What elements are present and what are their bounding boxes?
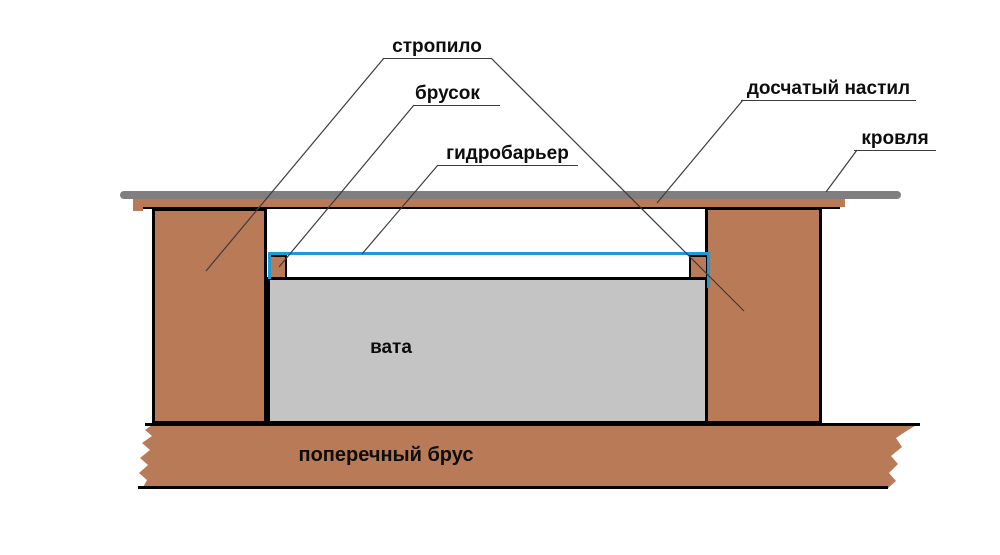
leader-batten: [278, 104, 415, 268]
label-hydro-barrier: гидробарьер: [437, 143, 578, 166]
cross-beam-top-outline: [145, 423, 920, 426]
label-rafter: стропило: [383, 36, 491, 59]
leader-plank-decking: [656, 99, 744, 204]
hydro-barrier-left-drop: [268, 252, 271, 279]
batten-block-right: [689, 255, 708, 279]
insulation-block: [267, 277, 708, 424]
plank-decking-bar: [134, 199, 845, 207]
cross-beam-block: [139, 423, 920, 489]
rafter-block-right: [705, 207, 822, 424]
label-plank-decking: досчатый настил: [741, 78, 916, 101]
rafter-block-left: [152, 208, 267, 424]
batten-block-left: [269, 255, 287, 279]
hydro-barrier-right-drop: [707, 252, 710, 288]
cross-beam-bottom-outline: [138, 486, 888, 489]
leader-hydro-barrier: [361, 164, 439, 255]
label-roofing: кровля: [854, 128, 936, 151]
label-insulation: вата: [370, 337, 412, 358]
hydro-barrier-line: [268, 252, 710, 255]
label-cross-beam: поперечный брус: [298, 444, 474, 466]
label-batten: брусок: [413, 83, 500, 106]
roofing-bar: [120, 191, 901, 199]
leader-roofing: [825, 149, 858, 193]
